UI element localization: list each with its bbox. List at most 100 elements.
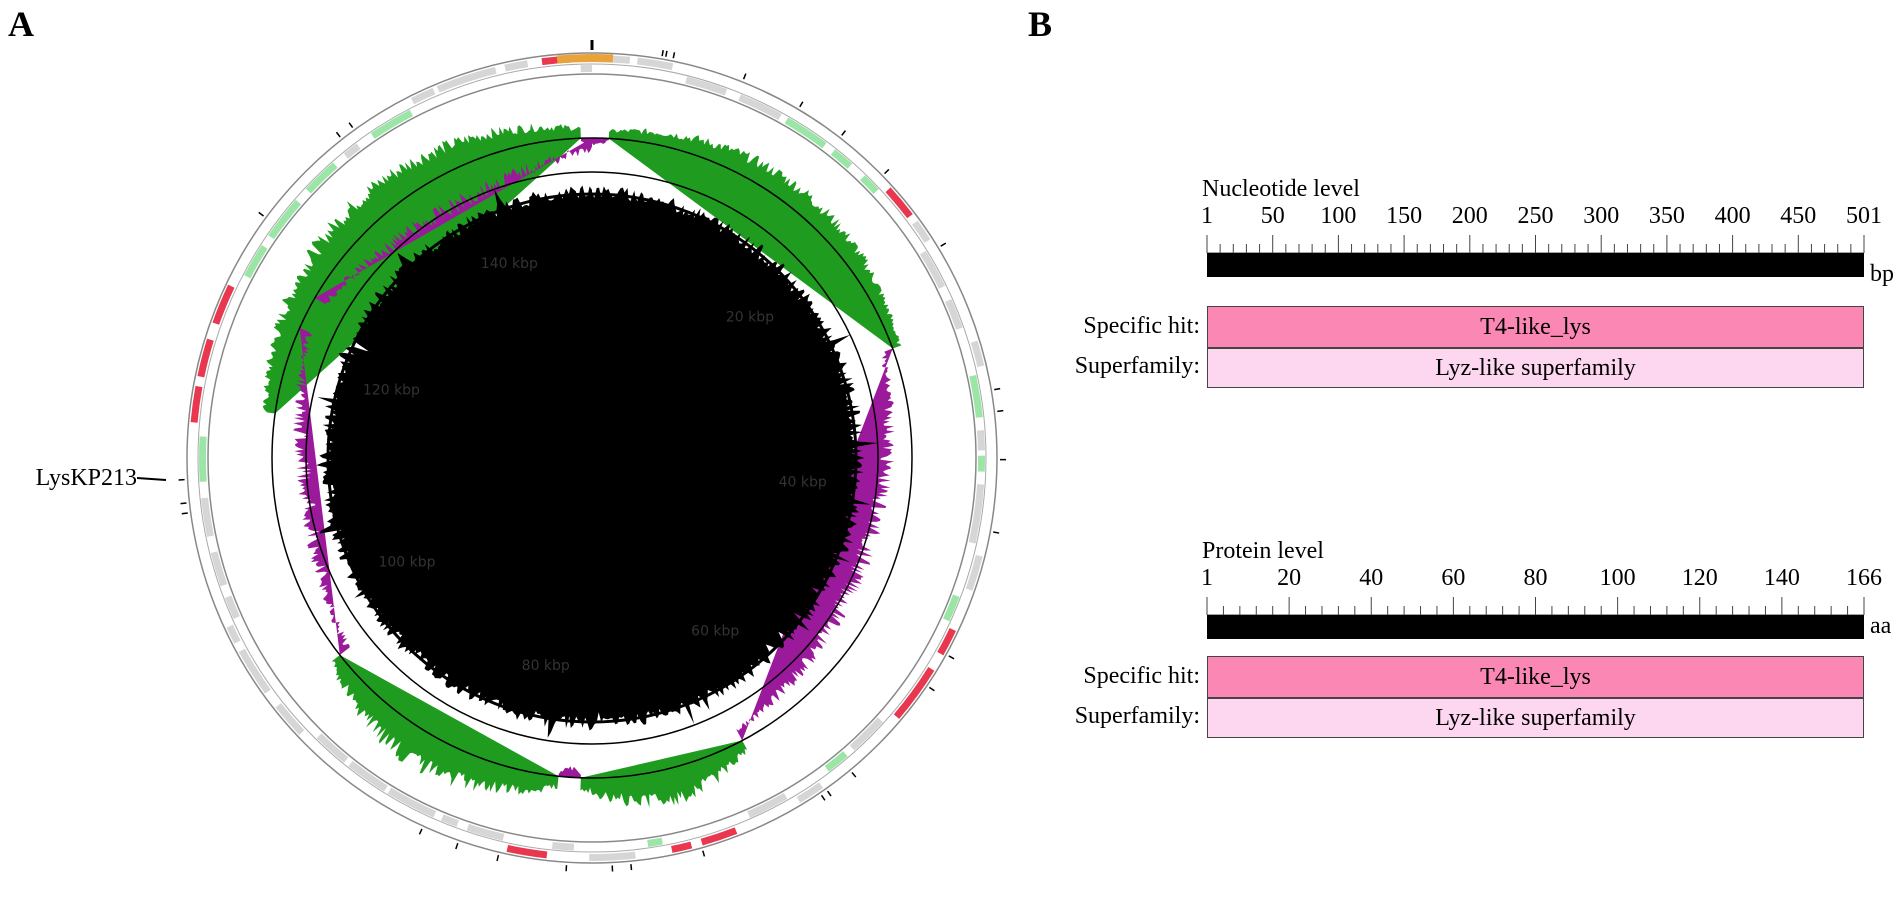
tick-label: 150 — [1386, 203, 1423, 229]
kbp-minor-tick — [689, 677, 694, 685]
protein-superfamily-bar: Lyz-like superfamily — [1207, 698, 1864, 738]
kbp-minor-tick — [831, 431, 839, 434]
kbp-label: 100 kbp — [378, 555, 435, 571]
outer-ring-inner — [207, 73, 977, 843]
panel-a-letter: A — [8, 4, 34, 44]
cds-feature — [410, 87, 436, 105]
outer-tick — [841, 130, 847, 136]
cds-feature — [580, 65, 592, 73]
kbp-minor-tick — [821, 380, 829, 385]
protein-level-title: Protein level — [1202, 538, 1324, 564]
outer-tick — [820, 794, 826, 801]
protein-unit: aa — [1870, 613, 1892, 639]
cds-feature — [275, 703, 305, 735]
kbp-minor-tick — [376, 577, 384, 583]
cds-feature — [965, 554, 983, 591]
tick-label: 120 — [1681, 565, 1718, 591]
kbp-minor-tick — [821, 531, 829, 536]
kbp-minor-tick — [539, 215, 543, 223]
nucleotide-level-title: Nucleotide level — [1202, 176, 1360, 202]
cds-feature — [305, 162, 338, 194]
tick-label: 450 — [1780, 203, 1817, 229]
tick-label: 1 — [1201, 565, 1213, 591]
cds-feature — [238, 648, 271, 694]
cds-feature — [198, 436, 207, 482]
kbp-minor-tick — [490, 677, 495, 685]
tick-label: 501 — [1846, 203, 1882, 229]
tick-label: 80 — [1523, 565, 1548, 591]
kbp-label: 60 kbp — [691, 623, 739, 639]
ruler-ticks — [1206, 597, 1865, 639]
cds-feature — [190, 385, 203, 423]
panel-b-letter: B — [1028, 4, 1053, 44]
gc-skew-segment — [736, 348, 895, 741]
outer-tick — [742, 73, 747, 80]
cds-feature — [210, 551, 228, 587]
protein-superfamily-label: Superfamily: — [1074, 703, 1200, 729]
cds-feature — [387, 787, 437, 818]
outer-ring-mid — [197, 63, 987, 853]
outer-tick — [335, 131, 341, 138]
cds-feature — [937, 628, 956, 656]
outer-tick — [455, 843, 459, 850]
cds-feature — [226, 624, 241, 644]
ruler-ticks — [1206, 235, 1865, 277]
cds-feature — [244, 245, 268, 279]
gc-baseline — [326, 192, 858, 724]
nucleotide-specific-hit-bar: T4-like_lys — [1207, 306, 1864, 348]
kbp-minor-tick — [407, 291, 414, 298]
cds-feature — [348, 760, 388, 792]
outer-tick — [180, 502, 187, 505]
cds-feature — [370, 109, 413, 139]
kbp-minor-tick — [641, 215, 645, 223]
gc-skew-segment — [314, 138, 592, 304]
sequence-bar — [1207, 615, 1864, 639]
kbp-major-tick — [494, 229, 501, 241]
outer-tick — [418, 828, 423, 835]
gc-content-trace — [316, 185, 878, 738]
cds-feature — [466, 823, 505, 841]
protein-specific-hit-label: Specific hit: — [1083, 663, 1200, 689]
outer-tick — [496, 854, 500, 862]
kbp-minor-tick — [376, 333, 384, 339]
kbp-minor-tick — [445, 652, 451, 659]
tick-label: 1 — [1201, 203, 1213, 229]
kbp-minor-tick — [355, 531, 363, 536]
kbp-minor-tick — [800, 333, 808, 339]
gc-skew-segment — [331, 655, 559, 795]
kbp-minor-tick — [689, 231, 694, 239]
gc-content-ring — [316, 185, 878, 738]
cds-feature — [860, 175, 879, 194]
outer-tick — [665, 50, 668, 57]
cds-feature — [636, 57, 674, 71]
outer-tick — [661, 50, 664, 57]
phage-name: Phage KP2025 — [493, 446, 690, 482]
cds-feature — [343, 143, 361, 159]
cds-feature — [197, 338, 214, 378]
protein-specific-hit-bar: T4-like_lys — [1207, 656, 1864, 698]
kbp-major-tick — [826, 483, 839, 486]
tick-label: 166 — [1846, 565, 1882, 591]
cds-feature — [912, 220, 931, 243]
cds-feature — [552, 841, 575, 851]
outer-tick — [630, 864, 633, 871]
cds-feature — [504, 60, 529, 72]
cds-ring — [178, 40, 1006, 872]
cds-feature — [943, 594, 960, 622]
kbp-minor-tick — [831, 482, 839, 485]
cds-feature — [824, 751, 848, 772]
outer-tick — [884, 168, 890, 175]
tick-label: 60 — [1441, 565, 1466, 591]
tick-label: 40 — [1359, 565, 1384, 591]
kbp-label: 120 kbp — [363, 382, 420, 398]
outer-tick — [702, 850, 706, 857]
kbp-minor-tick — [407, 618, 414, 625]
cds-feature — [685, 76, 728, 96]
cds-feature — [268, 199, 302, 240]
outer-tick — [997, 409, 1004, 413]
tick-label: 100 — [1599, 565, 1636, 591]
cds-feature — [970, 340, 985, 368]
kbp-minor-tick — [800, 577, 808, 583]
